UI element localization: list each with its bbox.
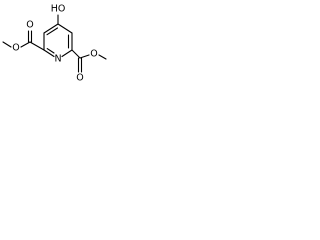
hydroxyl-label: HO	[51, 4, 66, 15]
ring-bond-c4-c3-inner	[46, 27, 59, 36]
bond-carbonyl-ester-oxygen	[20, 41, 31, 48]
ring-bond-c2-n-inner	[46, 48, 55, 54]
ring-bond-n-c6	[61, 49, 73, 58]
right-ester-oxygen-label: O	[90, 49, 97, 60]
left-ester-group	[2, 30, 45, 51]
bond-c2-carbonyl-carbon	[29, 41, 45, 51]
chemical-structure: HO N O O O O	[2, 4, 107, 84]
bond-c6-carbonyl-carbon	[71, 49, 81, 59]
right-ester-group	[71, 49, 107, 73]
ring-bond-c5-c4	[57, 23, 73, 34]
bond-ester-oxygen-methyl	[2, 41, 12, 48]
right-carbonyl-oxygen-label: O	[76, 73, 83, 84]
pyridine-ring	[43, 23, 73, 58]
ring-bond-c4-c3	[43, 23, 59, 34]
bond-ester-oxygen-methyl	[98, 54, 107, 60]
left-carbonyl-oxygen-label: O	[26, 20, 33, 31]
ring-nitrogen-label: N	[54, 54, 61, 65]
left-ester-oxygen-label: O	[12, 43, 19, 54]
ring-bond-c2-n	[43, 49, 55, 58]
